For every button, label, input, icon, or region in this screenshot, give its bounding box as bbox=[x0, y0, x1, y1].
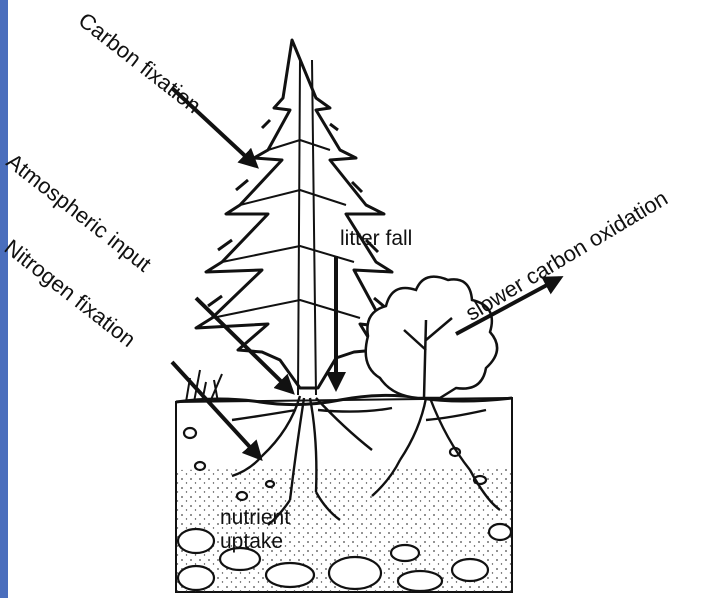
litter-fall-label: litter fall bbox=[340, 228, 412, 249]
nutrient-uptake-label: nutrient uptake bbox=[220, 506, 330, 553]
